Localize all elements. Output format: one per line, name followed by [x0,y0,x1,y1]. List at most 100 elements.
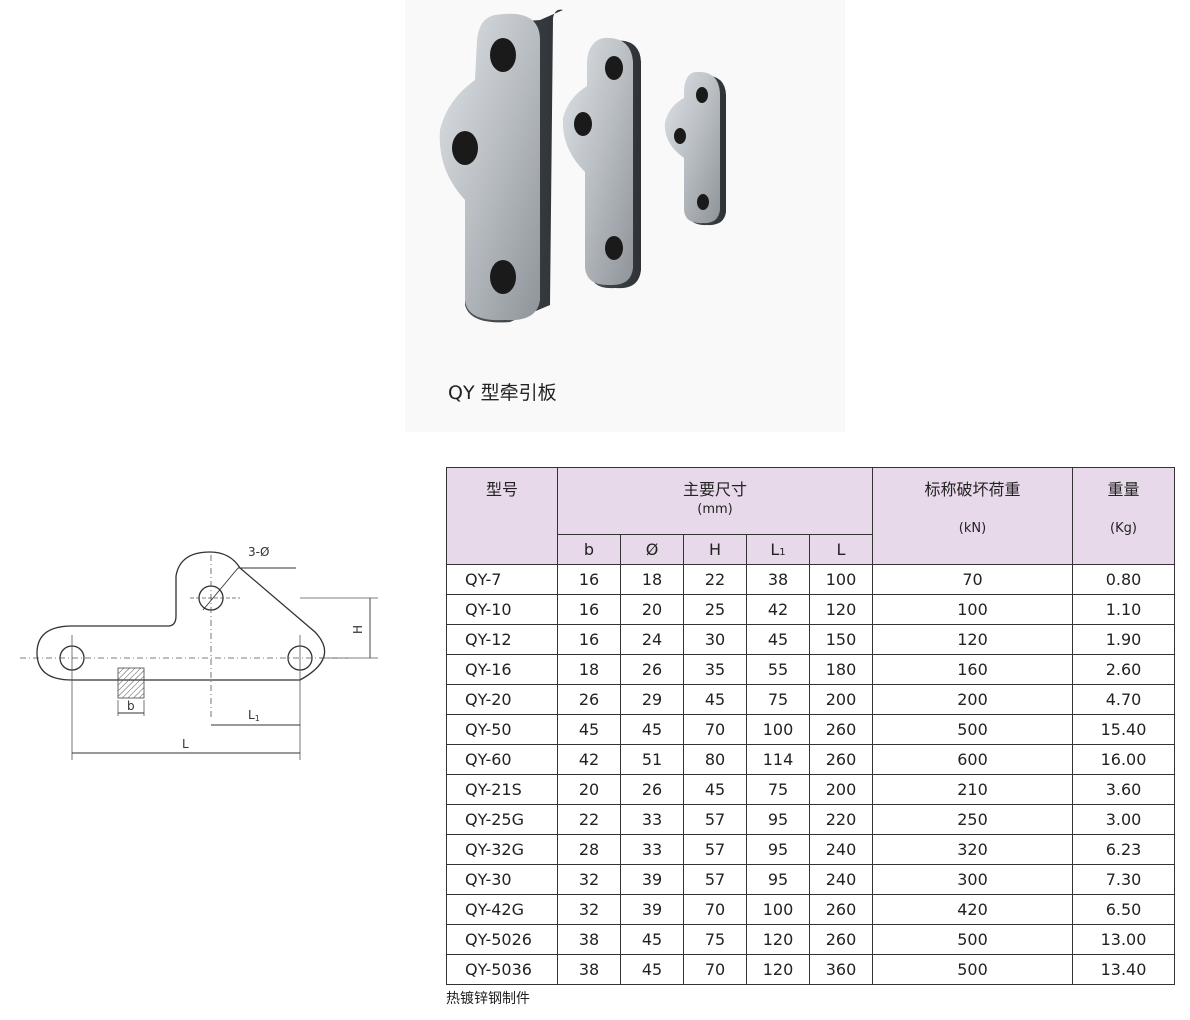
cell-diameter: 18 [620,564,684,595]
cell-diameter: 26 [620,654,684,685]
cell-b: 16 [557,594,621,625]
cell-model: QY-16 [446,654,558,685]
cell-l: 360 [809,954,873,985]
header-weight: 重量 (Kg) [1072,467,1175,565]
hatched-section [117,667,145,699]
header-main-dims: 主要尺寸 (mm) [557,467,873,535]
cell-diameter: 20 [620,594,684,625]
l1-label: L1 [248,708,260,723]
cell-diameter: 51 [620,744,684,775]
cell-load: 120 [872,624,1073,655]
header-dim-b: b [557,534,621,565]
header-dim-l1: L1 [746,534,810,565]
cell-model: QY-42G [446,894,558,925]
cell-model: QY-5036 [446,954,558,985]
cell-diameter: 29 [620,684,684,715]
cell-diameter: 24 [620,624,684,655]
cell-load: 250 [872,804,1073,835]
cell-model: QY-30 [446,864,558,895]
cell-model: QY-25G [446,804,558,835]
cell-weight: 15.40 [1072,714,1175,745]
cell-model: QY-7 [446,564,558,595]
cell-load: 300 [872,864,1073,895]
cell-load: 210 [872,774,1073,805]
header-model: 型号 [446,467,558,565]
large-plate [439,9,563,323]
cell-diameter: 39 [620,864,684,895]
cell-weight: 3.60 [1072,774,1175,805]
cell-load: 500 [872,924,1073,955]
cell-weight: 13.40 [1072,954,1175,985]
cell-weight: 3.00 [1072,804,1175,835]
product-caption: QY 型牵引板 [448,382,557,404]
technical-drawing: 3-Ø b H L1 L [20,545,378,760]
cell-l1: 114 [746,744,810,775]
header-dim-diameter: Ø [620,534,684,565]
cell-diameter: 33 [620,804,684,835]
cell-weight: 6.50 [1072,894,1175,925]
plate-outline [36,551,326,681]
cell-weight: 1.90 [1072,624,1175,655]
cell-b: 22 [557,804,621,835]
cell-b: 38 [557,954,621,985]
cell-weight: 6.23 [1072,834,1175,865]
cell-l1: 38 [746,564,810,595]
cell-weight: 16.00 [1072,744,1175,775]
cell-l1: 95 [746,864,810,895]
cell-b: 16 [557,624,621,655]
header-dim-l: L [809,534,873,565]
cell-load: 100 [872,594,1073,625]
cell-h: 57 [683,864,747,895]
cell-l: 240 [809,834,873,865]
cell-weight: 4.70 [1072,684,1175,715]
product-photo [405,0,845,432]
cell-b: 38 [557,924,621,955]
cell-model: QY-10 [446,594,558,625]
cell-l: 260 [809,894,873,925]
cell-diameter: 26 [620,774,684,805]
cell-l1: 100 [746,894,810,925]
cell-l: 240 [809,864,873,895]
cell-l1: 120 [746,924,810,955]
cell-load: 160 [872,654,1073,685]
cell-l: 260 [809,744,873,775]
cell-l1: 120 [746,954,810,985]
cell-model: QY-60 [446,744,558,775]
cell-diameter: 39 [620,894,684,925]
cell-model: QY-32G [446,834,558,865]
cell-h: 45 [683,684,747,715]
cell-h: 70 [683,894,747,925]
cell-l1: 75 [746,774,810,805]
cell-load: 500 [872,954,1073,985]
cell-b: 32 [557,864,621,895]
cell-load: 320 [872,834,1073,865]
cell-b: 45 [557,714,621,745]
cell-l: 220 [809,804,873,835]
medium-plate [562,37,641,289]
cell-diameter: 45 [620,954,684,985]
cell-l: 150 [809,624,873,655]
cell-weight: 0.80 [1072,564,1175,595]
cell-h: 35 [683,654,747,685]
cell-model: QY-12 [446,624,558,655]
cell-l1: 75 [746,684,810,715]
cell-l: 260 [809,714,873,745]
header-dim-h: H [683,534,747,565]
cell-b: 32 [557,894,621,925]
cell-b: 20 [557,774,621,805]
cell-b: 42 [557,744,621,775]
cell-h: 57 [683,804,747,835]
cell-load: 420 [872,894,1073,925]
footnote: 热镀锌钢制件 [446,991,530,1007]
cell-weight: 7.30 [1072,864,1175,895]
cell-model: QY-21S [446,774,558,805]
